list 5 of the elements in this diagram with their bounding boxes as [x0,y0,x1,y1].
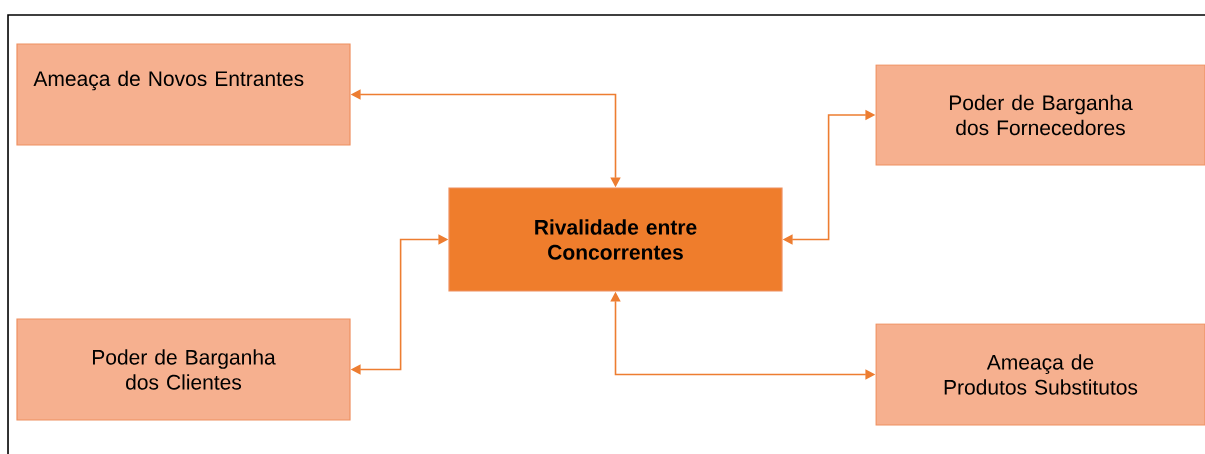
force-box: Poder de Barganha dos Fornecedores [875,64,1205,166]
central-box: Rivalidade entre Concorrentes [448,187,783,292]
force-box: Poder de Barganha dos Clientes [16,318,351,421]
force-box: Ameaça de Produtos Substitutos [875,323,1205,426]
force-box: Ameaça de Novos Entrantes [16,43,351,146]
